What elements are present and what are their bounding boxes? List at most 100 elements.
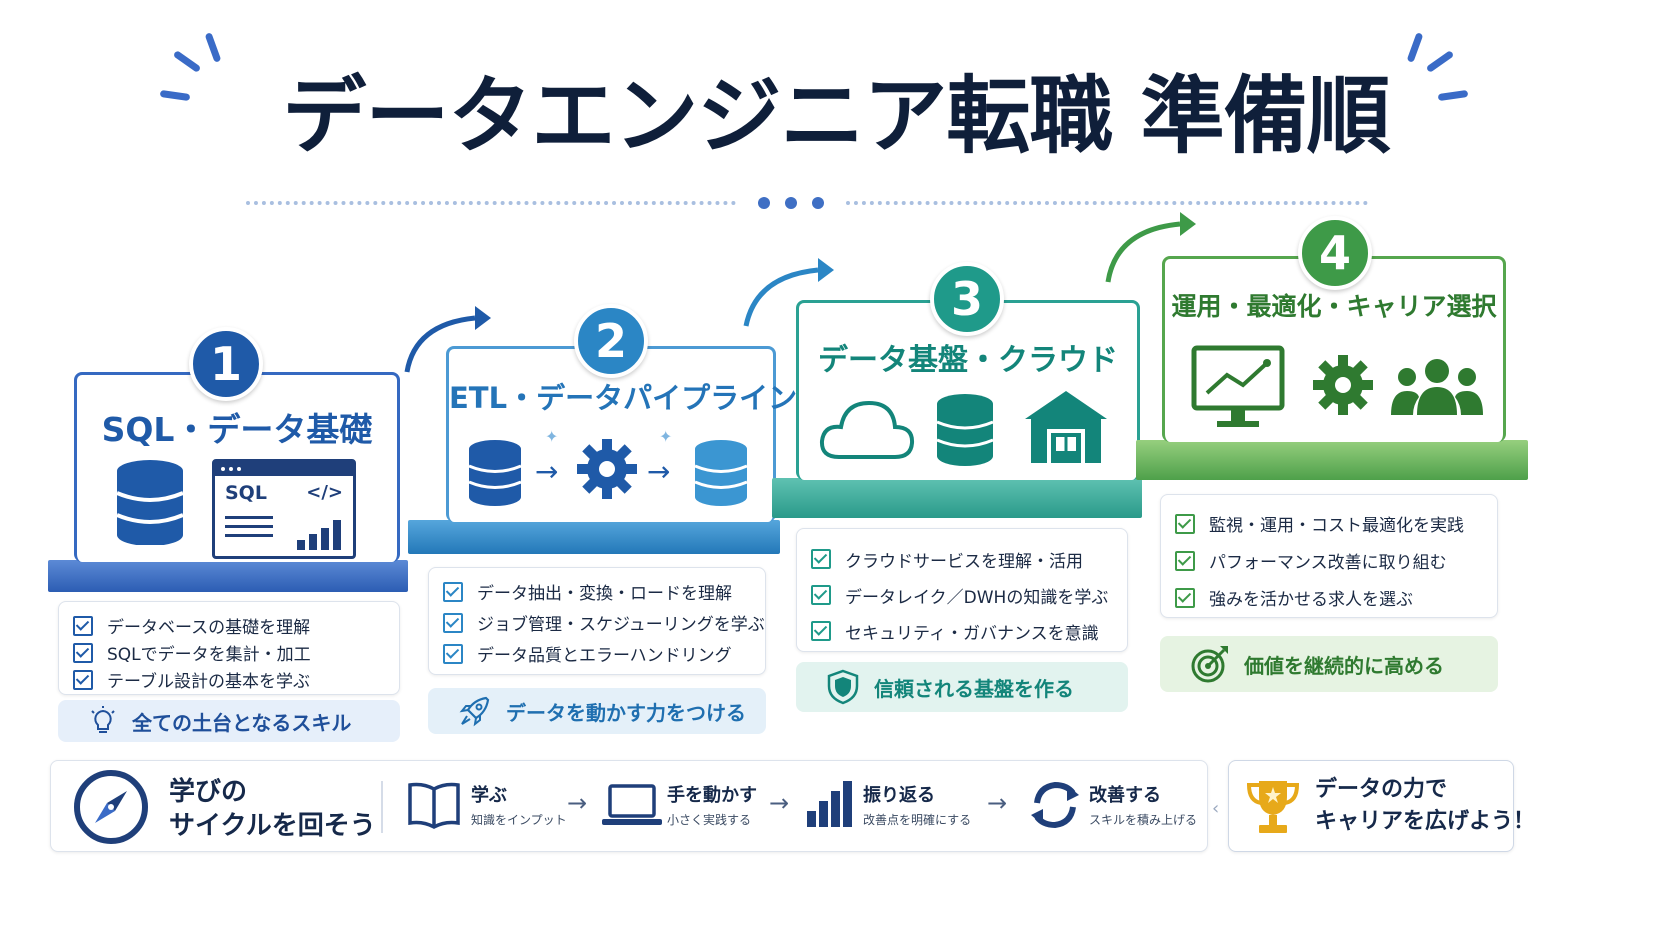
list-item: SQLでデータを集計・加工 — [73, 637, 385, 668]
list-item: テーブル設計の基本を学ぶ — [73, 664, 385, 695]
step3-title: データ基盤・クラウド — [818, 343, 1118, 378]
checkbox-icon — [811, 549, 831, 569]
team-icon — [1391, 359, 1483, 415]
sparkle-icon: ✦ — [659, 427, 673, 446]
arrow-right-icon: → — [769, 789, 790, 817]
list-item: データ抽出・変換・ロードを理解 — [443, 576, 751, 607]
bar-chart-icon — [297, 520, 341, 550]
checkbox-icon — [73, 642, 93, 663]
code-tag: </> — [306, 482, 343, 503]
refresh-icon — [1031, 781, 1079, 829]
step2-checklist: データ抽出・変換・ロードを理解 ジョブ管理・スケジューリングを学ぶ データ品質と… — [428, 567, 766, 675]
arrow-right-icon: → — [535, 455, 559, 488]
divider — [381, 781, 383, 833]
book-icon — [408, 782, 460, 829]
step1-title: SQL・データ基礎 — [101, 410, 373, 449]
gear-icon — [577, 439, 637, 499]
laptop-icon — [602, 784, 662, 825]
lightbulb-icon — [91, 706, 115, 733]
title-divider — [246, 201, 736, 205]
arrow-right-icon: → — [987, 789, 1008, 817]
step2-platform — [408, 520, 780, 554]
step3-platform — [772, 478, 1142, 518]
step2-title: ETL・データパイプライン — [449, 381, 798, 415]
cycle-stage-label: 手を動かす — [667, 785, 757, 806]
list-item: データベースの基礎を理解 — [73, 610, 385, 641]
database-icon — [468, 440, 522, 506]
divider-dot — [758, 197, 770, 209]
list-item: ジョブ管理・スケジューリングを学ぶ — [443, 607, 765, 638]
step1-platform — [48, 560, 408, 592]
cycle-stage-sub: 改善点を明確にする — [863, 813, 972, 827]
step3-checklist: クラウドサービスを理解・活用 データレイク／DWHの知識を学ぶ セキュリティ・ガ… — [796, 528, 1128, 652]
checkbox-icon — [73, 615, 93, 636]
checkbox-icon — [1175, 587, 1195, 608]
step1-checklist: データベースの基礎を理解 SQLでデータを集計・加工 テーブル設計の基本を学ぶ — [58, 601, 400, 695]
curved-arrow-icon — [404, 306, 491, 373]
list-item: クラウドサービスを理解・活用 — [811, 541, 1113, 577]
list-item: 監視・運用・コスト最適化を実践 — [1175, 505, 1483, 542]
checkbox-icon — [811, 621, 831, 641]
checkbox-icon — [1175, 550, 1195, 571]
step4-summary: 価値を継続的に高める — [1160, 636, 1498, 692]
final-line2: キャリアを広げよう！ — [1315, 809, 1536, 834]
target-icon — [1191, 646, 1228, 683]
title-ray-icon — [1406, 32, 1424, 63]
rocket-icon — [459, 696, 490, 727]
arrow-right-icon: → — [567, 789, 588, 817]
cloud-icon — [819, 400, 915, 459]
title-ray-icon — [204, 32, 222, 63]
monitor-chart-icon — [1191, 345, 1285, 427]
trophy-icon — [1246, 781, 1300, 833]
step4-title: 運用・最適化・キャリア選択 — [1171, 292, 1497, 321]
step4-badge: 4 — [1298, 216, 1372, 290]
step3-summary: 信頼される基盤を作る — [796, 662, 1128, 712]
step1-summary: 全ての土台となるスキル — [58, 700, 400, 742]
cycle-title-line2: サイクルを回そう — [169, 811, 376, 841]
checkbox-icon — [811, 585, 831, 605]
checkbox-icon — [1175, 513, 1195, 534]
cycle-stage-label: 学ぶ — [471, 785, 507, 806]
cycle-stage-sub: スキルを積み上げる — [1089, 813, 1198, 827]
final-message-panel: データの力で キャリアを広げよう！ — [1228, 760, 1535, 852]
sql-window-icon: SQL </> — [212, 459, 356, 559]
step2-summary: データを動かす力をつける — [428, 688, 766, 734]
cycle-title-line1: 学びの — [169, 777, 248, 807]
title-divider — [846, 201, 1368, 205]
divider-dot — [812, 197, 824, 209]
checkbox-icon — [443, 643, 463, 664]
list-item: 強みを活かせる求人を選ぶ — [1175, 579, 1483, 616]
curved-arrow-icon — [1105, 212, 1196, 283]
learning-cycle-panel: 学びの サイクルを回そう 学ぶ 知識をインプット → 手を動かす 小さく実践する… — [50, 760, 1208, 852]
checkbox-icon — [443, 612, 463, 633]
warehouse-icon — [1025, 391, 1107, 463]
checkbox-icon — [443, 581, 463, 602]
step1-card: SQL・データ基礎 SQL </> — [74, 372, 400, 562]
list-item: データレイク／DWHの知識を学ぶ — [811, 577, 1113, 613]
sql-label: SQL — [225, 482, 267, 504]
database-icon — [694, 440, 748, 506]
database-icon — [116, 460, 184, 545]
step2-badge: 2 — [574, 304, 648, 378]
step4-checklist: 監視・運用・コスト最適化を実践 パフォーマンス改善に取り組む 強みを活かせる求人… — [1160, 494, 1498, 618]
step1-badge: 1 — [189, 327, 263, 401]
list-item: セキュリティ・ガバナンスを意識 — [811, 613, 1113, 649]
sparkle-icon: ✦ — [545, 427, 559, 446]
shield-icon — [827, 669, 859, 705]
cycle-stage-label: 改善する — [1089, 785, 1161, 806]
curved-arrow-icon — [743, 258, 834, 327]
checkbox-icon — [73, 669, 93, 690]
cycle-stage-sub: 知識をインプット — [471, 813, 567, 827]
bar-chart-icon — [807, 781, 852, 827]
compass-icon — [74, 770, 148, 844]
arrow-right-icon: → — [647, 455, 671, 488]
gear-icon — [1313, 355, 1373, 415]
list-item: パフォーマンス改善に取り組む — [1175, 542, 1483, 579]
page-title: データエンジニア転職 準備順 — [282, 67, 1390, 165]
list-item: データ品質とエラーハンドリング — [443, 638, 751, 669]
divider-dot — [785, 197, 797, 209]
final-line1: データの力で — [1315, 777, 1448, 802]
cycle-stage-label: 振り返る — [863, 785, 935, 806]
step3-badge: 3 — [930, 262, 1004, 336]
connector-chevron-icon: ‹ — [1212, 798, 1220, 819]
